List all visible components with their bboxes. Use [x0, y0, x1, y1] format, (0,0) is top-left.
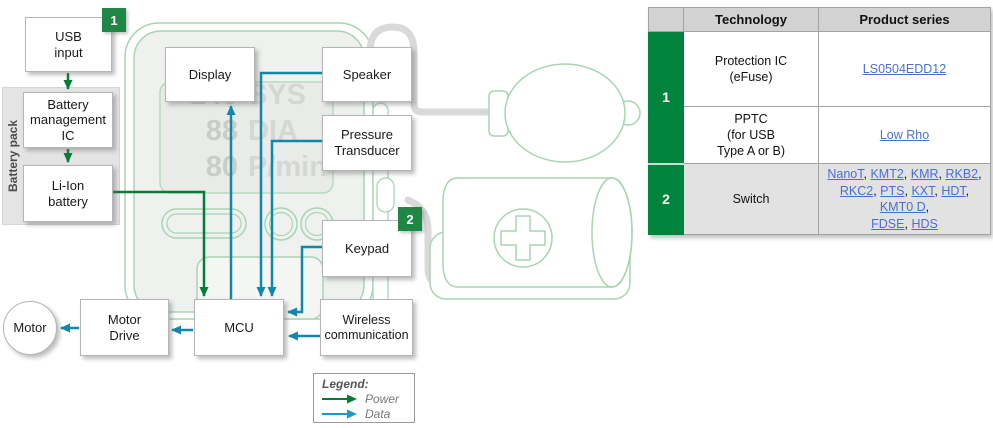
product-series-link[interactable]: RKB2	[945, 167, 979, 181]
product-series-link[interactable]: KMT2	[870, 167, 904, 181]
round-button	[264, 207, 298, 241]
legend-row-data: Data	[322, 407, 408, 421]
product-series-link[interactable]: KXT	[911, 183, 935, 198]
block-keypad: Keypad	[322, 220, 412, 277]
block-speaker: Speaker	[322, 47, 412, 102]
badge-2: 2	[398, 207, 422, 231]
data-arrow-icon	[322, 409, 357, 419]
technology-pptc: PPTC (for USB Type A or B)	[683, 106, 819, 164]
block-motor: Motor	[3, 301, 57, 355]
row-number-2: 2	[648, 162, 684, 235]
power-arrow-icon	[322, 394, 357, 404]
product-series-link[interactable]: LS0504EDD12	[862, 62, 947, 76]
header-product-series: Product series	[818, 7, 991, 32]
block-mcu: MCU	[194, 299, 284, 356]
power-arrow-battery-to-mcu	[113, 190, 209, 297]
table-row: 2 Switch NanoT, KMT2, KMR, RKB2,RKC2, PT…	[648, 162, 991, 235]
medical-cross-icon	[500, 215, 546, 261]
header-technology: Technology	[683, 7, 819, 32]
legend: Legend: Power Data	[313, 373, 415, 423]
block-motor-drive: Motor Drive	[80, 299, 169, 356]
table-header-row: Technology Product series	[648, 7, 991, 32]
product-reference-table: Technology Product series 1 Protection I…	[648, 7, 991, 235]
switch-links: NanoT, KMT2, KMR, RKB2,RKC2, PTS, KXT, H…	[818, 163, 991, 235]
legend-title: Legend:	[322, 377, 369, 391]
table-row: PPTC (for USB Type A or B) Low Rho	[649, 106, 991, 164]
monitor-side-tab	[376, 177, 395, 213]
product-series-link[interactable]: RKC2	[839, 183, 874, 198]
legend-row-power: Power	[322, 392, 408, 406]
product-series-link[interactable]: FDSE	[871, 216, 905, 231]
block-usb-input: USB input	[25, 17, 112, 72]
screen-reading-dia: 88 DIA	[205, 115, 298, 147]
row-number-1: 1	[648, 31, 684, 164]
table-row: 1 Protection IC (eFuse) LS0504EDD12	[648, 31, 991, 164]
header-number-cell	[648, 7, 684, 32]
bulb-tube	[366, 23, 491, 116]
technology-protection-ic: Protection IC (eFuse)	[683, 31, 819, 107]
pump-bulb	[504, 63, 626, 163]
product-series-link[interactable]: KMR	[910, 167, 939, 181]
data-arrow-pressure-to-mcu	[267, 139, 322, 297]
data-arrow-keypad-to-mcu	[287, 245, 322, 317]
block-wireless-communication: Wireless communication	[320, 299, 413, 356]
badge-1: 1	[102, 8, 126, 32]
block-battery-management-ic: Battery management IC	[23, 92, 113, 148]
product-series-link[interactable]: KMT0 D	[879, 200, 926, 214]
block-liion-battery: Li-Ion battery	[23, 165, 113, 222]
block-display: Display	[165, 47, 255, 102]
product-series-link[interactable]: Low Rho	[879, 128, 930, 142]
data-arrow-speaker-to-mcu	[256, 71, 322, 297]
block-pressure-transducer: Pressure Transducer	[322, 115, 412, 171]
product-series-link[interactable]: HDS	[911, 216, 938, 231]
product-series-link[interactable]: HDT	[941, 183, 966, 198]
product-series-link[interactable]: PTS	[880, 183, 905, 198]
product-series-link[interactable]: NanoT	[827, 167, 864, 181]
technology-switch: Switch	[683, 163, 819, 235]
